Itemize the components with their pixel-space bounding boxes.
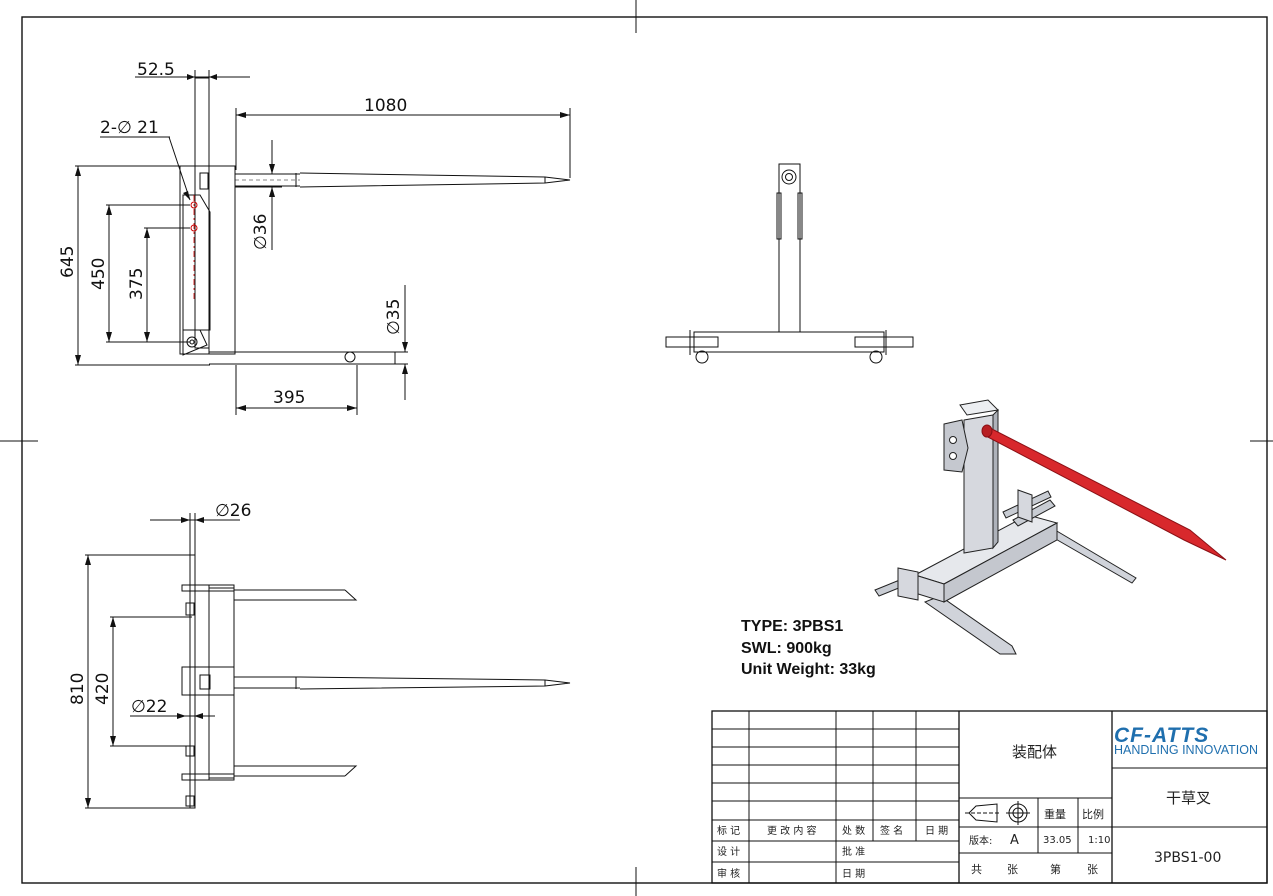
- header-count: 处 数: [842, 824, 865, 837]
- top-view-dimension-text: ∅26 810 420 ∅22: [68, 501, 251, 717]
- spec-unit-weight: Unit Weight: 33kg: [741, 661, 876, 678]
- isometric-view: [874, 399, 1227, 655]
- label-design: 设 计: [717, 845, 740, 858]
- dim-395: 395: [273, 388, 305, 408]
- title-block-text: 标 记 更 改 内 容 处 数 签 名 日 期 设 计 审 核 批 准 日 期 …: [717, 724, 1258, 880]
- assembly-label: 装配体: [1012, 743, 1057, 761]
- side-view-dimension-text: 52.5 1080 2-∅ 21 ∅36 645 450 375 ∅35 395: [58, 60, 407, 408]
- header-date: 日 期: [925, 825, 948, 837]
- dim-1080: 1080: [364, 96, 407, 116]
- spec-swl: SWL: 900kg: [741, 639, 832, 657]
- top-view-arrows: [85, 517, 204, 808]
- label-approve: 批 准: [842, 845, 865, 858]
- header-sign: 签 名: [880, 824, 903, 837]
- front-view: [665, 163, 914, 364]
- title-block-grid: [711, 710, 1268, 884]
- drawing-number: 3PBS1-00: [1154, 850, 1221, 866]
- weight-label: 重量: [1044, 807, 1066, 821]
- dim-phi26: ∅26: [215, 501, 251, 521]
- label-review: 审 核: [717, 867, 740, 880]
- part-name: 干草叉: [1166, 789, 1211, 807]
- spec-type: TYPE: 3PBS1: [741, 618, 844, 635]
- projection-symbol: [965, 801, 1030, 825]
- dim-52-5: 52.5: [137, 60, 175, 80]
- total-label: 共: [971, 863, 982, 876]
- dim-phi35: ∅35: [384, 299, 404, 335]
- dim-phi36: ∅36: [251, 214, 271, 250]
- sheets-label: 张: [1007, 863, 1018, 876]
- dim-420: 420: [93, 673, 113, 705]
- side-view-arrows: [75, 74, 570, 411]
- dim-phi22: ∅22: [131, 697, 167, 717]
- dim-2-holes-21: 2-∅ 21: [100, 118, 159, 138]
- dim-450: 450: [89, 258, 109, 290]
- spec-block: TYPE: 3PBS1 SWL: 900kg Unit Weight: 33kg: [741, 616, 876, 681]
- sheet-no-label: 第: [1050, 862, 1061, 876]
- dim-810: 810: [68, 673, 88, 705]
- company-slogan: HANDLING INNOVATION: [1114, 743, 1258, 757]
- dim-375: 375: [127, 268, 147, 300]
- sheets2-label: 张: [1087, 863, 1098, 876]
- version-label: 版本:: [969, 834, 992, 847]
- weight-value: 33.05: [1043, 835, 1072, 846]
- top-view: [85, 513, 571, 809]
- scale-label: 比例: [1082, 807, 1104, 821]
- scale-value: 1:10: [1088, 835, 1110, 846]
- header-change: 更 改 内 容: [767, 824, 817, 837]
- label-date: 日 期: [842, 868, 865, 880]
- header-mark: 标 记: [717, 825, 740, 837]
- version-value: A: [1010, 833, 1019, 848]
- company-logo: CF-ATTS: [1114, 724, 1209, 747]
- dim-645: 645: [58, 246, 78, 278]
